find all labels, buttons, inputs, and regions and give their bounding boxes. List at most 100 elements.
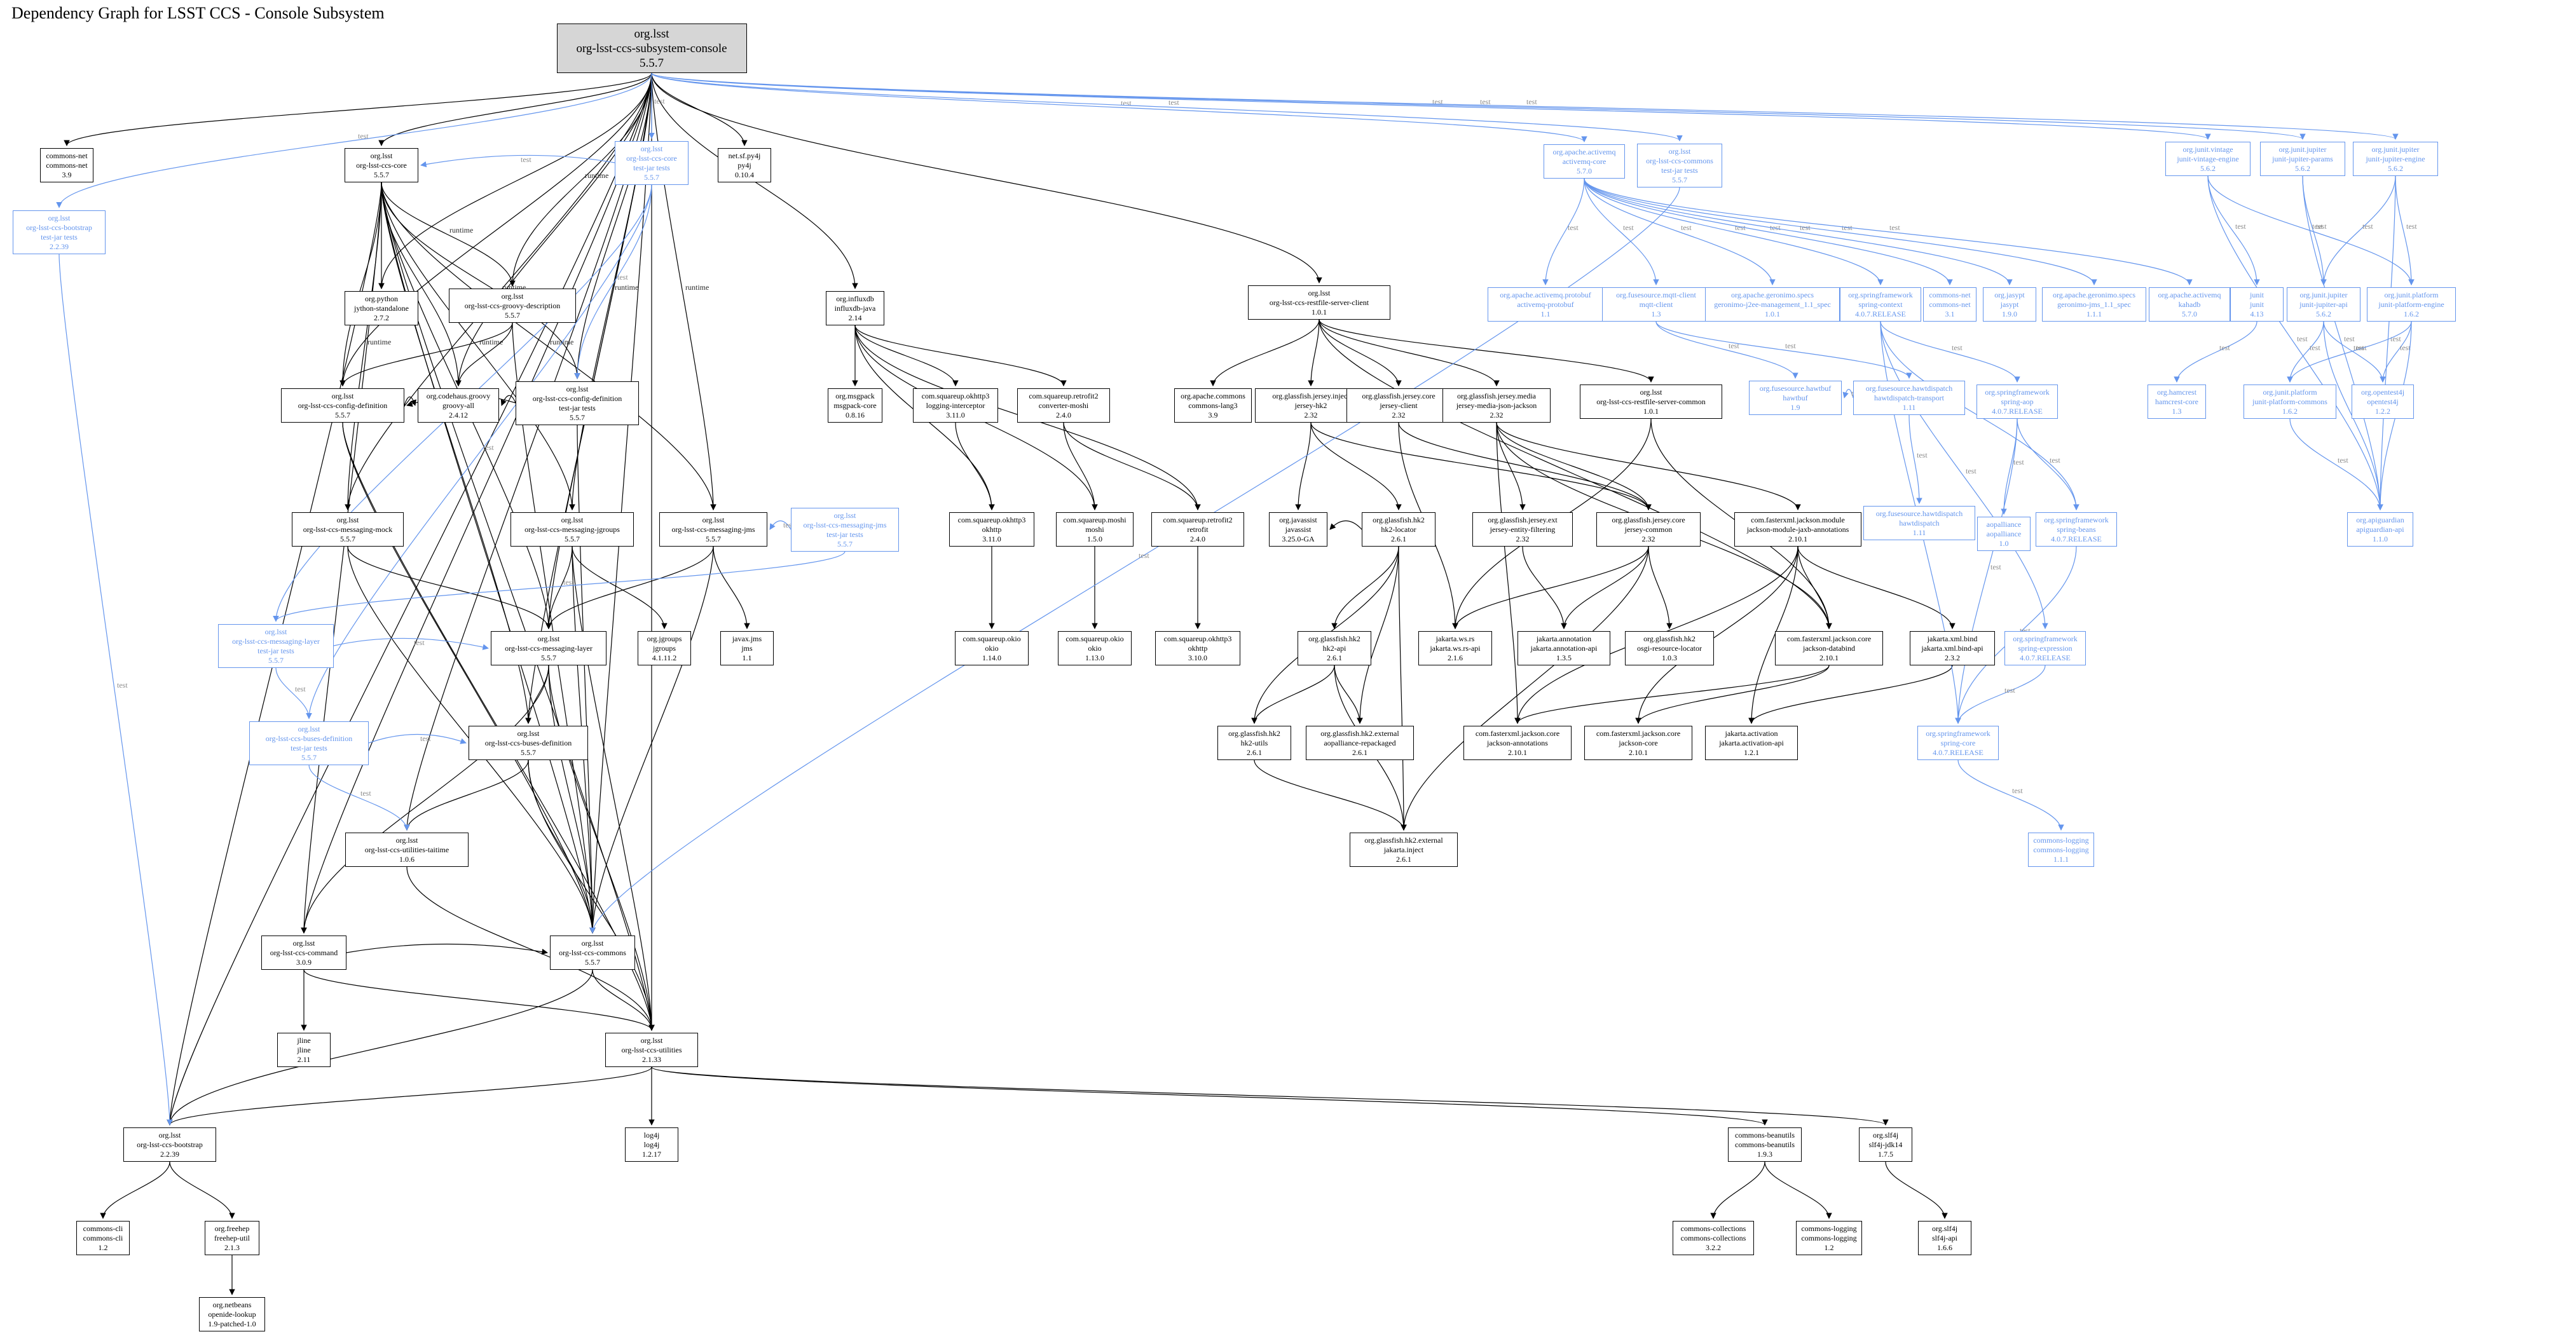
edge-jersey-media-json-jackson--jersey-entity-filtering <box>1496 422 1526 510</box>
edge-scope-label: test <box>1735 223 1746 232</box>
edge-influxdb--logging-interceptor <box>854 325 959 386</box>
edge-scope-label: test <box>2316 222 2327 231</box>
node-label-line: org-lsst-ccs-utilities-taitime <box>364 845 449 854</box>
edge-buses-definition-tests--buses-definition <box>368 733 467 744</box>
node-label-line: 1.0.1 <box>1765 310 1780 318</box>
node-label-line: 2.11 <box>297 1055 311 1064</box>
node-label-line: 1.11 <box>1902 403 1916 412</box>
node-label-line: com.squareup.moshi <box>1063 515 1127 524</box>
node-label-line: junit <box>2249 300 2264 309</box>
edge-scope-label: test <box>420 734 431 743</box>
edge-ccs-core--utilities <box>381 182 655 1031</box>
node-label-line: org.springframework <box>1848 290 1913 299</box>
node-label-line: 5.5.7 <box>268 655 284 665</box>
node-label-line: retrofit <box>1187 525 1209 534</box>
edge-spring-aop--spring-core <box>1955 418 2018 724</box>
edge-scope-label: test <box>2344 334 2355 343</box>
edge-junit-platform-engine--junit-platform-commons <box>2287 321 2412 383</box>
node-label-line: org-lsst-ccs-restfile-server-client <box>1269 298 1369 307</box>
edge-scope-label: test <box>2353 343 2364 352</box>
edge-scope-label: test <box>2219 343 2230 352</box>
node-label-line: org.glassfish.hk2 <box>1373 515 1425 524</box>
node-label-line: org.glassfish.hk2.external <box>1364 836 1443 845</box>
node-label-line: 4.0.7.RELEASE <box>1855 310 1906 318</box>
node-label-line: 2.32 <box>1516 534 1530 543</box>
edge-scope-label: test <box>358 132 369 140</box>
node-label-line: spring-context <box>1858 300 1903 309</box>
edge-groovy-description--groovy-all <box>455 322 513 386</box>
edge-ccs-core--messaging-jms <box>381 182 716 510</box>
node-label-line: org.glassfish.hk2.external <box>1320 729 1399 738</box>
node-label-line: org.junit.platform <box>2384 290 2439 299</box>
edge-ccs-core-tests--ccs-core <box>420 154 615 168</box>
edge-jackson-databind--jackson-annotations <box>1514 665 1830 724</box>
node-label-line: 2.3.2 <box>1945 653 1960 662</box>
edge-restfile-client--jackson-databind <box>1319 319 1832 629</box>
node-label-line: org-lsst-ccs-subsystem-console <box>576 42 727 55</box>
node-label-line: org.fusesource.hawtdispatch <box>1865 384 1953 393</box>
node-label-line: 1.5.0 <box>1087 534 1102 543</box>
node-label-line: converter-moshi <box>1038 401 1089 410</box>
edge-activemq-core--jasypt <box>1584 178 2013 285</box>
edge-jersey-hk2--jersey-common <box>1310 422 1652 510</box>
edge-slf4j-jdk14--slf4j-api <box>1885 1161 1948 1219</box>
edge-scope-label: test <box>2050 456 2060 465</box>
node-label-line: org.lsst <box>634 27 669 41</box>
edge-jersey-media-json-jackson--jackson-annotations <box>1496 422 1521 724</box>
node-label-line: mqtt-client <box>1639 300 1673 309</box>
node-label-line: 1.9.0 <box>2002 310 2017 318</box>
edge-messaging-layer-tests--buses-definition-tests <box>275 667 312 719</box>
edge-ccs-core--ccs-commons <box>381 182 596 934</box>
node-label-line: org.lsst <box>1668 146 1691 156</box>
edge-ccs-core--messaging-jgroups <box>381 182 575 510</box>
node-label-line: 4.0.7.RELEASE <box>2020 653 2071 662</box>
node-label-line: activemq-core <box>1562 157 1607 166</box>
node-label-line: 1.2.2 <box>2375 407 2390 416</box>
node-label-line: 1.0 <box>1999 539 2009 548</box>
edge-jakarta-xml-bind--jakarta-activation <box>1748 665 1953 724</box>
node-label-line: org.fusesource.hawtdispatch <box>1875 509 1963 518</box>
node-label-line: org-lsst-ccs-restfile-server-common <box>1596 397 1706 406</box>
edge-scope-label: test <box>2013 458 2024 466</box>
node-label-line: groovy-all <box>442 401 474 410</box>
edge-console--config-definition-tests <box>574 72 652 379</box>
node-label-line: jms <box>741 644 753 653</box>
edge-jersey-hk2--hk2-locator <box>1310 422 1402 510</box>
node-label-line: test-jar tests <box>559 403 596 412</box>
node-label-line: 5.5.7 <box>301 752 317 762</box>
edge-logging-interceptor--okhttp-311 <box>955 422 995 510</box>
node-label-line: org.lsst <box>833 510 856 520</box>
node-label-line: hawtdispatch-transport <box>1874 393 1944 402</box>
node-label-line: commons-net <box>1929 290 1971 299</box>
node-label-line: 1.9.3 <box>1757 1150 1772 1159</box>
edge-scope-label: test <box>414 638 425 647</box>
node-label-line: aopalliance-repackaged <box>1324 738 1396 747</box>
edge-scope-label: test <box>563 578 574 587</box>
edge-console--ccs-bootstrap-tests <box>56 72 652 208</box>
node-label-line: com.squareup.retrofit2 <box>1163 515 1233 524</box>
node-label-line: hamcrest-core <box>2155 397 2198 406</box>
node-label-line: okhttp <box>982 525 1002 534</box>
node-label-line: 2.4.0 <box>1190 534 1205 543</box>
edge-ccs-bootstrap-tests--bootstrap <box>58 254 173 1126</box>
node-label-line: 3.10.0 <box>1188 653 1207 662</box>
node-label-line: commons-lang3 <box>1188 401 1238 410</box>
